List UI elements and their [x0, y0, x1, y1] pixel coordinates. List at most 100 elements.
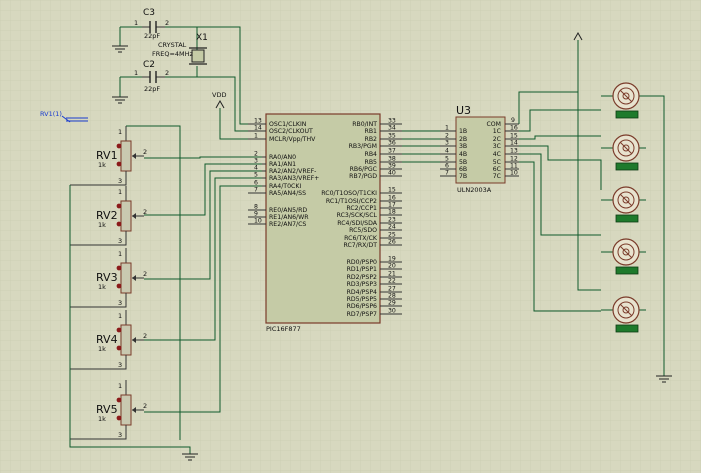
pic-pin-name: RB0/INT: [352, 121, 377, 128]
pot-label: RV2: [96, 209, 118, 222]
svg-text:1: 1: [118, 250, 122, 258]
motor-ground-rail: [646, 95, 665, 376]
dc-motor-m4[interactable]: [601, 238, 646, 275]
pic-pin-number: 27: [388, 286, 396, 293]
voltage-probe[interactable]: RV1(1): [40, 110, 88, 123]
svg-text:2: 2: [143, 270, 147, 278]
uln-body: [455, 116, 506, 184]
uln-part-name: ULN2003A: [457, 186, 492, 194]
pic-pin-name: RB3/PGM: [349, 143, 377, 150]
pic-pin-number: 20: [388, 263, 396, 270]
pic-pin-number: 13: [254, 118, 262, 125]
pic-pin-name: RC3/SCK/SCL: [337, 212, 378, 219]
svg-text:1: 1: [118, 188, 122, 196]
pic-pin-number: 35: [388, 133, 396, 140]
pic-pin-number: 16: [388, 195, 396, 202]
motor-value-badge: [615, 266, 639, 275]
dc-motor-m1[interactable]: [601, 82, 646, 119]
dc-motor-m3[interactable]: [601, 186, 646, 223]
motor-group: [601, 82, 646, 333]
pic-pin-name: RA2/AN2/VREF-: [269, 168, 316, 175]
uln-pin-number: 2: [445, 133, 449, 140]
svg-text:2: 2: [165, 19, 169, 27]
wire-rv2-ra1: [144, 163, 262, 216]
uln-pin-name: 2C: [493, 136, 501, 143]
pic-pin-name: RD5/PSP5: [347, 296, 377, 303]
dc-motor-m2[interactable]: [601, 134, 646, 171]
wire-rv3-ra2: [144, 170, 262, 280]
pic-pin-number: 1: [254, 133, 258, 140]
wire-rv4-ra3: [144, 177, 262, 341]
pic-pin-name: RC0/T1OSO/T1CKI: [321, 190, 377, 197]
pot-vcc-bus: [126, 125, 181, 440]
pot-resistor-body: [120, 262, 132, 294]
uln-pin-number: 11: [510, 163, 518, 170]
pic-pin-name: RA0/AN0: [269, 154, 296, 161]
pot-label: RV3: [96, 271, 118, 284]
pic-pin-number: 29: [388, 300, 396, 307]
crystal-x1[interactable]: X1 CRYSTAL FREQ=4MHz: [152, 27, 208, 65]
svg-text:1: 1: [118, 382, 122, 390]
pic-pin-name: RA3/AN3/VREF+: [269, 175, 319, 182]
uln-pin-number: 16: [510, 125, 518, 132]
pic-pin-number: 26: [388, 239, 396, 246]
pic-pin-number: 3: [254, 158, 258, 165]
wire-com-rail: [518, 91, 578, 124]
pic-pin-number: 10: [254, 218, 262, 225]
pic-pin-number: 7: [254, 187, 258, 194]
capacitor-c2[interactable]: C2 22pF 1 2: [134, 60, 169, 93]
uln-pin-name: 1B: [459, 128, 467, 135]
svg-text:1: 1: [134, 19, 138, 27]
pic-pin-name: RC7/RX/DT: [344, 242, 378, 249]
uln-pin-name: 7B: [459, 173, 467, 180]
uln-pin-name: 3B: [459, 143, 467, 150]
uln-pin-number: 10: [510, 170, 518, 177]
pic-pin-name: RA1/AN1: [269, 161, 296, 168]
svg-text:1: 1: [118, 312, 122, 320]
svg-text:2: 2: [143, 208, 147, 216]
uln-pin-name: 5C: [493, 159, 501, 166]
pot-value: 1k: [98, 345, 106, 353]
pic-pin-number: 18: [388, 209, 396, 216]
svg-text:2: 2: [143, 402, 147, 410]
pot-resistor-body: [120, 200, 132, 232]
uln-pin-number: 14: [510, 140, 518, 147]
pic-pin-name: RC4/SDI/SDA: [337, 220, 378, 227]
uln-pin-number: 12: [510, 156, 518, 163]
pot-value: 1k: [98, 221, 106, 229]
svg-text:3: 3: [118, 431, 122, 439]
pic-pin-number: 15: [388, 187, 396, 194]
uln-pin-number: 15: [510, 133, 518, 140]
motor-value-badge: [615, 214, 639, 223]
pic-pin-number: 24: [388, 224, 396, 231]
wire-4c-m4: [519, 153, 601, 236]
power-terminal[interactable]: [573, 31, 583, 41]
pic-pin-name: RC1/T1OSI/CCP2: [326, 198, 377, 205]
pic-pin-name: RC6/TX/CK: [344, 235, 378, 242]
ground-symbol: [112, 96, 128, 104]
dc-motor-m5[interactable]: [601, 296, 646, 333]
pic-pin-name: RB4: [365, 151, 378, 158]
uln-pin-name: 1C: [493, 128, 501, 135]
pic-pin-name: RD0/PSP0: [347, 259, 377, 266]
pic-pin-number: 34: [388, 125, 396, 132]
pot-ground-bus: [69, 185, 191, 454]
pic-pin-number: 28: [388, 293, 396, 300]
pic-pin-number: 33: [388, 118, 396, 125]
pic-pin-name: RD2/PSP2: [347, 274, 377, 281]
pic-pin-number: 8: [254, 204, 258, 211]
pic-pin-number: 36: [388, 140, 396, 147]
svg-text:9: 9: [511, 117, 515, 124]
capacitor-c3[interactable]: C3 22pF 1 2: [134, 8, 169, 40]
pic-pin-name: MCLR/Vpp/THV: [269, 136, 316, 143]
svg-text:3: 3: [118, 177, 122, 185]
wire-rv1-ra0: [144, 156, 262, 159]
